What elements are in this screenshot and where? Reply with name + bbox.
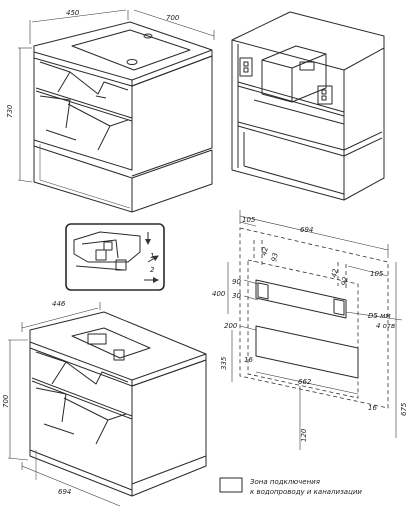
dim-200: 200 xyxy=(224,322,238,330)
dim-length-2: 694 xyxy=(58,488,71,496)
view-cabinet-with-basin: 450 700 730 xyxy=(6,9,215,213)
dim-length: 700 xyxy=(166,14,180,22)
dim-height-2: 700 xyxy=(2,394,10,408)
inset-label-2: 2 xyxy=(150,266,155,274)
dim-width: 450 xyxy=(66,9,80,17)
dim-662: 662 xyxy=(298,378,312,386)
inset-label-1: 1 xyxy=(150,252,154,260)
dim-16-a: 16 xyxy=(244,356,253,364)
view-cabinet-front: 446 700 694 xyxy=(2,300,207,507)
dim-90: 90 xyxy=(232,278,241,286)
dim-42-b: 42 xyxy=(330,268,340,279)
dim-93-a: 93 xyxy=(270,252,280,262)
dim-120: 120 xyxy=(300,428,308,442)
view-connection-plan: 694 105 105 42 93 42 92 400 90 30 200 33… xyxy=(212,210,408,450)
dim-plan-width: 694 xyxy=(300,226,313,234)
hole-note-count: 4 отв xyxy=(376,322,395,330)
dim-42-a: 42 xyxy=(260,246,270,257)
dim-left-offset: 105 xyxy=(242,216,256,224)
view-drawer-runner-detail: 1 2 xyxy=(65,223,165,291)
dim-right-offset: 105 xyxy=(370,270,384,278)
legend-hatch-swatch xyxy=(219,477,243,493)
dim-675: 675 xyxy=(400,402,408,416)
dim-width-2: 446 xyxy=(52,300,66,308)
dim-height: 730 xyxy=(6,104,14,118)
dim-92-b: 92 xyxy=(340,276,350,287)
dim-30: 30 xyxy=(232,292,241,300)
legend-line-1: Зона подключения xyxy=(250,478,320,486)
dim-335: 335 xyxy=(220,356,228,370)
hole-note-diameter: D5 мм xyxy=(368,312,391,320)
legend-line-2: к водопроводу и канализации xyxy=(250,488,362,496)
dim-16-b: 16 xyxy=(368,404,377,412)
view-cabinet-interior xyxy=(231,11,385,201)
dim-400: 400 xyxy=(212,290,226,298)
legend: Зона подключения к водопроводу и канализ… xyxy=(219,477,362,496)
